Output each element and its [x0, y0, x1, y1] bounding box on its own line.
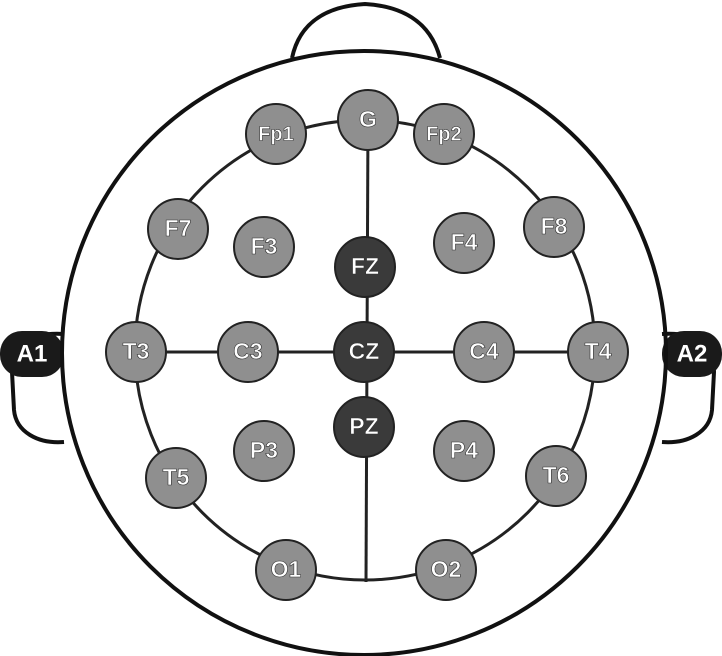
electrode-o1: O1 [256, 540, 316, 600]
electrode-label: O1 [271, 556, 302, 582]
left-ear: A1 [0, 331, 64, 442]
electrode-label: T3 [123, 338, 150, 364]
electrode-label: F4 [451, 229, 478, 255]
electrode-t5: T5 [146, 448, 206, 508]
electrode-fp2: Fp2 [414, 104, 474, 164]
electrode-fz: FZ [335, 237, 395, 297]
electrode-label: T4 [585, 338, 612, 364]
electrode-label: C4 [469, 338, 499, 364]
electrode-c4: C4 [454, 322, 514, 382]
right-ear: A2 [662, 331, 722, 442]
electrode-label: FZ [351, 253, 379, 279]
electrode-label: T6 [543, 462, 570, 488]
electrode-c3: C3 [218, 322, 278, 382]
electrode-p4: P4 [434, 421, 494, 481]
electrode-p3: P3 [234, 421, 294, 481]
electrode-t3: T3 [106, 322, 166, 382]
ear-label-a2: A2 [677, 340, 708, 367]
ear-label-a1: A1 [17, 340, 48, 367]
electrode-g: G [338, 90, 398, 150]
electrode-label: G [359, 106, 377, 132]
electrode-label: P3 [250, 437, 278, 463]
electrode-label: PZ [349, 413, 378, 439]
electrode-f3: F3 [234, 217, 294, 277]
electrode-label: F8 [541, 213, 568, 239]
electrode-f4: F4 [434, 213, 494, 273]
electrode-t4: T4 [568, 322, 628, 382]
electrode-f7: F7 [148, 199, 208, 259]
electrode-label: P4 [450, 437, 478, 463]
electrode-label: C3 [233, 338, 262, 364]
electrode-o2: O2 [416, 540, 476, 600]
electrode-label: O2 [431, 556, 462, 582]
electrode-cz: CZ [334, 322, 394, 382]
electrode-label: T5 [163, 464, 190, 490]
electrode-fp1: Fp1 [246, 104, 306, 164]
electrode-label: Fp1 [258, 123, 294, 145]
electrode-f8: F8 [524, 197, 584, 257]
electrode-t6: T6 [526, 446, 586, 506]
electrode-label: Fp2 [426, 123, 462, 145]
electrode-label: CZ [349, 338, 380, 364]
electrode-label: F7 [165, 215, 192, 241]
electrode-pz: PZ [334, 397, 394, 457]
electrode-label: F3 [251, 233, 278, 259]
